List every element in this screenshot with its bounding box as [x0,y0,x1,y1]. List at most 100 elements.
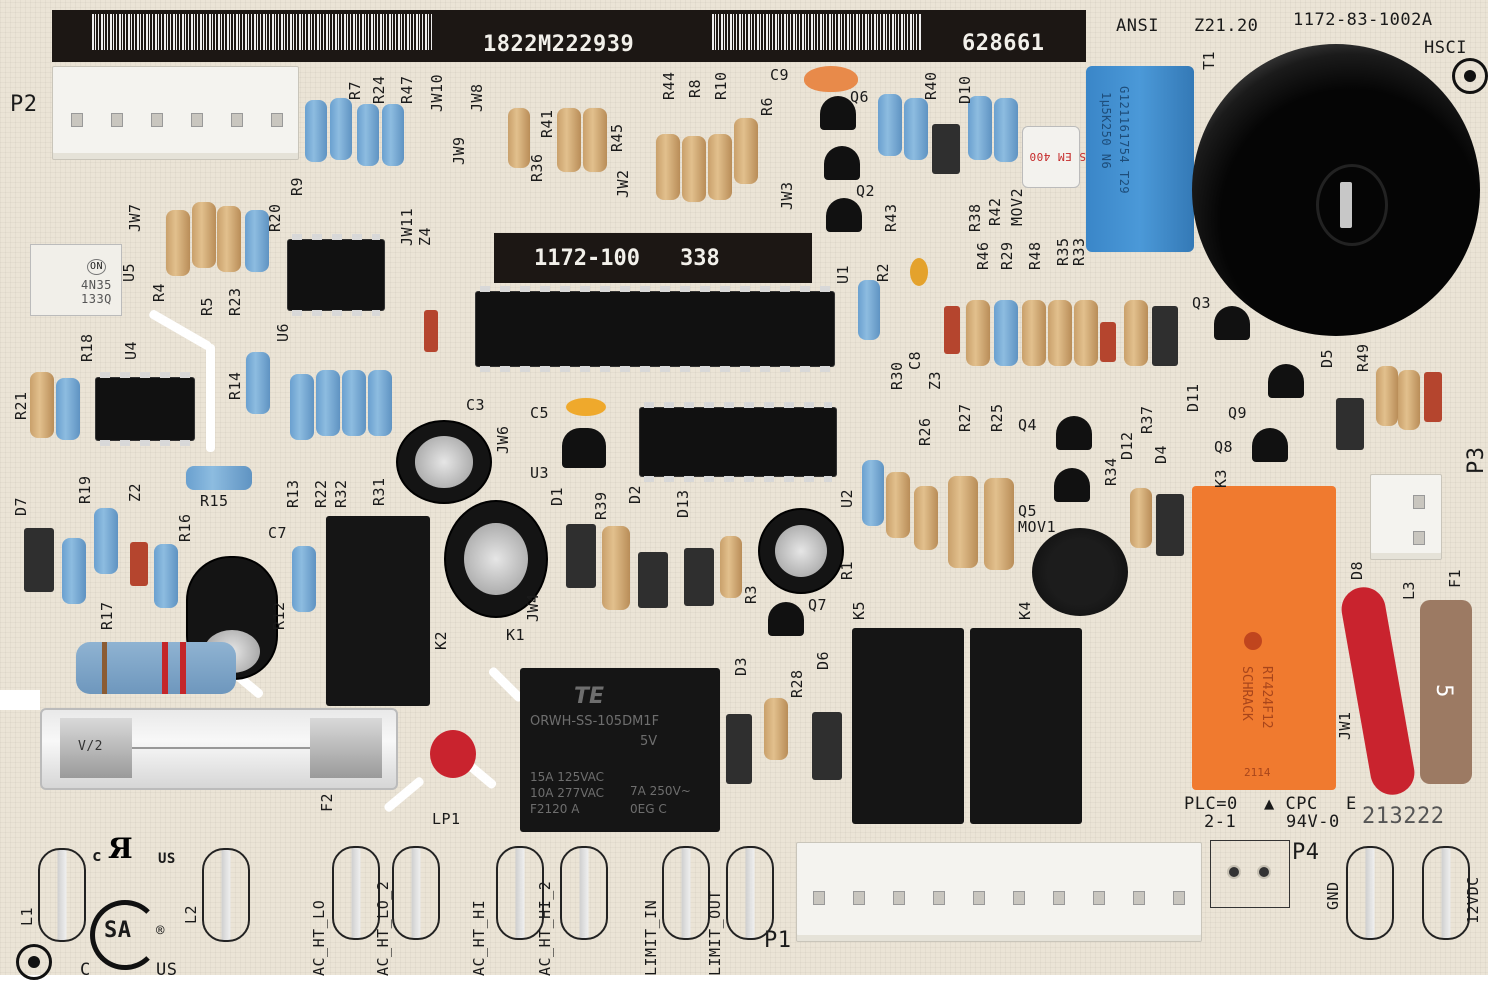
resistor-r25 [914,486,938,550]
spark-gap-lp1: DS EM 400 [1022,126,1093,188]
terminal-12vdc[interactable] [1422,846,1470,940]
power-resistor [76,642,236,694]
label-r18: R18 [78,333,96,362]
label-d4: D4 [1152,444,1170,464]
resistor-r46 [382,104,404,166]
terminal-ac-ht-hi-2-label: AC_HT_HI_2 [536,880,554,976]
resistor-r17 [62,538,86,604]
label-q2: Q2 [856,182,876,200]
label-r7: R7 [346,80,364,100]
label-r38: R38 [966,203,984,232]
p2-connector[interactable] [52,66,299,160]
resistor-r24 [357,104,379,166]
terminal-l2[interactable] [202,848,250,942]
terminal-ac-ht-hi[interactable] [496,846,544,940]
ul-c-mark: c [92,846,103,865]
glass-fuse-f2[interactable]: V/2 [40,708,398,790]
p1-connector[interactable] [796,842,1202,942]
blade-fuse-f1[interactable]: 5 [1420,600,1472,784]
resistor-r41 [557,108,581,172]
diode-d11 [1152,306,1178,366]
resistor-r43 [878,94,902,156]
fuse-cap-right [310,718,382,778]
label-r29: R30 [888,361,906,390]
relay-k4 [970,628,1082,824]
label-r20: R20 [266,203,284,232]
diode-d6 [812,712,842,780]
transistor-q8 [1252,428,1288,462]
capacitor-c4 [758,508,844,594]
barcode-right [712,14,922,50]
fuse-cap-left [60,718,132,778]
terminal-ac-ht-lo-2[interactable] [392,846,440,940]
hsci-label: HSCI [1424,38,1467,58]
diode-d3 [726,714,752,784]
csa-registered: ® [156,923,165,939]
label-t1: T1 [1200,50,1218,70]
diode-small-red [1424,372,1442,422]
p3-label: P3 [1464,446,1489,475]
label-r16: R16 [176,513,194,542]
resistor-r15 [186,466,252,490]
label-q7: Q7 [808,596,828,614]
resistor-r40 [904,98,928,160]
mcu-part: 1172-100 [534,245,640,271]
resistor-r12 [292,546,316,612]
label-r3: R3 [742,584,760,604]
label-r4: R4 [150,282,168,302]
transistor-q9 [1268,364,1304,398]
label-r31: R31 [370,477,388,506]
label-r42: R42 [986,197,1004,226]
regulator-u3 [562,428,606,468]
terminal-ac-ht-lo-2-label: AC_HT_LO_2 [374,880,392,976]
terminal-limit-in[interactable] [662,846,710,940]
ic-u6 [288,234,384,316]
fuse-element [132,747,310,749]
label-jw8: JW8 [468,83,486,112]
label-r46: R47 [398,75,416,104]
csa-letters: SA [104,918,132,943]
terminal-gnd-label: GND [1324,881,1342,910]
label-d1: D1 [548,486,566,506]
capacitor-c5 [566,398,606,416]
resistor-r30 [994,300,1018,366]
transformer-slot[interactable] [1340,182,1352,228]
label-r44: R44 [660,71,678,100]
zener-z3 [944,306,960,354]
terminal-ac-ht-lo-label: AC_HT_LO [310,899,328,976]
label-jw10: JW10 [428,73,446,112]
resistor-r10 [708,134,732,200]
film-capacitor: G121161754 T29 1µ5K250 N6 [1086,66,1194,252]
label-u6: U6 [274,322,292,342]
relay-k1: TE ORWH-SS-105DM1F 5V 15A 125VAC 10A 277… [520,668,720,832]
diode-d2 [638,552,668,608]
resistor-r21 [30,372,54,438]
label-r25: R26 [916,417,934,446]
terminal-l1[interactable] [38,848,86,942]
terminal-limit-out[interactable] [726,846,774,940]
terminal-l2-label: L2 [182,904,200,924]
p4-header[interactable] [1210,840,1290,908]
label-z3: Z3 [926,370,944,390]
csa-c: C [80,960,91,980]
resistor-r2 [858,280,880,340]
resistor-r18 [56,378,80,440]
relay-k1-brand: TE [574,684,605,709]
terminal-ac-ht-hi-2[interactable] [560,846,608,940]
p3-connector[interactable] [1370,474,1442,560]
transistor-q1 [826,198,862,232]
label-u1: U1 [834,264,852,284]
mcu-label-bar: 1172-100 338 [494,233,812,283]
relay-k5 [852,628,964,824]
resistor-r37 [1124,300,1148,366]
resistor-r47 [966,300,990,366]
terminal-gnd[interactable] [1346,846,1394,940]
resistor-unlabeled [1398,370,1420,430]
board-edge-right [1488,0,1500,993]
resistor-r39 [602,526,630,610]
resistor-r42 [994,98,1018,162]
terminal-ac-ht-lo[interactable] [332,846,380,940]
label-jw11: JW11 [398,207,416,246]
resistor-r31 [368,370,392,436]
label-r27: R27 [956,403,974,432]
